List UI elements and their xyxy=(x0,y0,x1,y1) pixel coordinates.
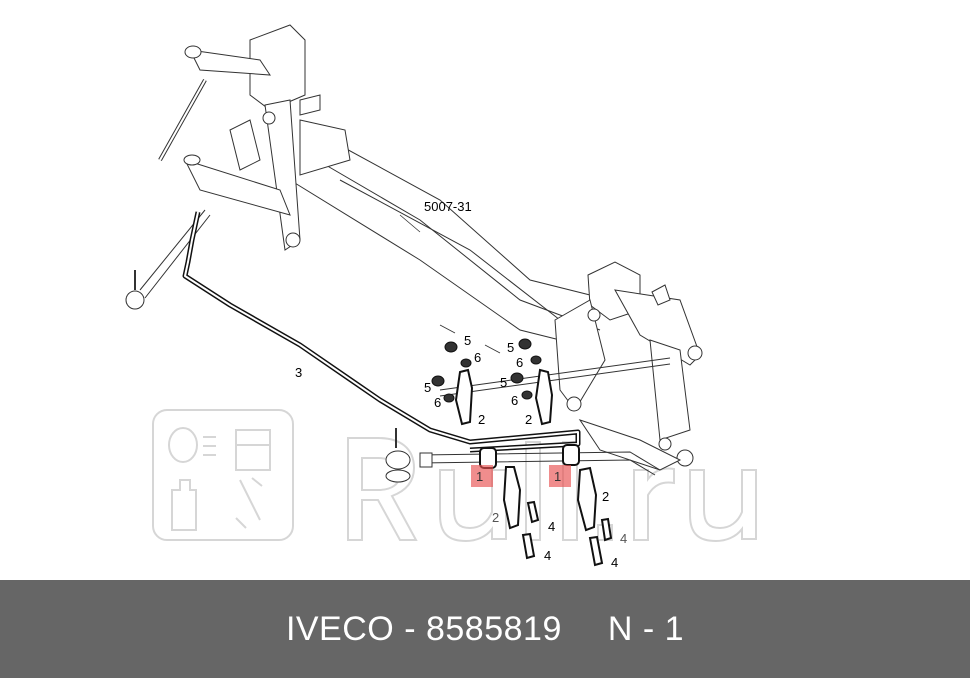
callout-6: 6 xyxy=(474,350,482,365)
part-number: 8585819 xyxy=(425,609,562,648)
left-suspension xyxy=(125,24,351,310)
separator: - xyxy=(404,609,417,648)
parts-diagram: 5007-31 3 5 5 5 5 6 6 6 6 2 2 2 2 4 4 4 … xyxy=(125,24,757,570)
tie-rod-end xyxy=(385,428,433,483)
highlighted-callout-1[interactable]: 1 xyxy=(471,465,493,487)
caption-text: IVECO - 8585819 N - 1 xyxy=(286,610,684,649)
callout-2: 2 xyxy=(492,510,500,525)
bushings xyxy=(479,444,580,469)
callout-4: 4 xyxy=(620,531,628,546)
callout-4: 4 xyxy=(611,555,619,570)
callout-1: 1 xyxy=(476,469,484,484)
brackets-lower xyxy=(502,466,598,532)
callout-4: 4 xyxy=(548,519,556,534)
leader-lines xyxy=(399,214,501,354)
callout-2: 2 xyxy=(602,489,610,504)
callout-5: 5 xyxy=(424,380,432,395)
caption-bar: IVECO - 8585819 N - 1 xyxy=(0,580,970,678)
callout-6: 6 xyxy=(516,355,524,370)
callout-6: 6 xyxy=(511,393,519,408)
stabilizer-bar xyxy=(182,211,581,453)
highlighted-callout-1[interactable]: 1 xyxy=(549,465,571,487)
figure-number: 5007-31 xyxy=(424,199,472,214)
callout-2: 2 xyxy=(525,412,533,427)
callout-5: 5 xyxy=(500,375,508,390)
callout-6: 6 xyxy=(434,395,442,410)
suspension-drawing xyxy=(125,24,757,567)
callout-5: 5 xyxy=(464,333,472,348)
callout-5: 5 xyxy=(507,340,515,355)
brackets-upper xyxy=(454,368,554,426)
callout-1: 1 xyxy=(554,469,562,484)
nuts-washers xyxy=(431,338,542,403)
callout-4: 4 xyxy=(544,548,552,563)
brand-name: IVECO xyxy=(285,609,395,648)
position-label: N - 1 xyxy=(607,609,685,648)
right-suspension xyxy=(554,261,703,471)
frame-beam xyxy=(289,139,611,346)
callout-2: 2 xyxy=(478,412,486,427)
bolts xyxy=(521,500,613,567)
callout-3: 3 xyxy=(295,365,303,380)
